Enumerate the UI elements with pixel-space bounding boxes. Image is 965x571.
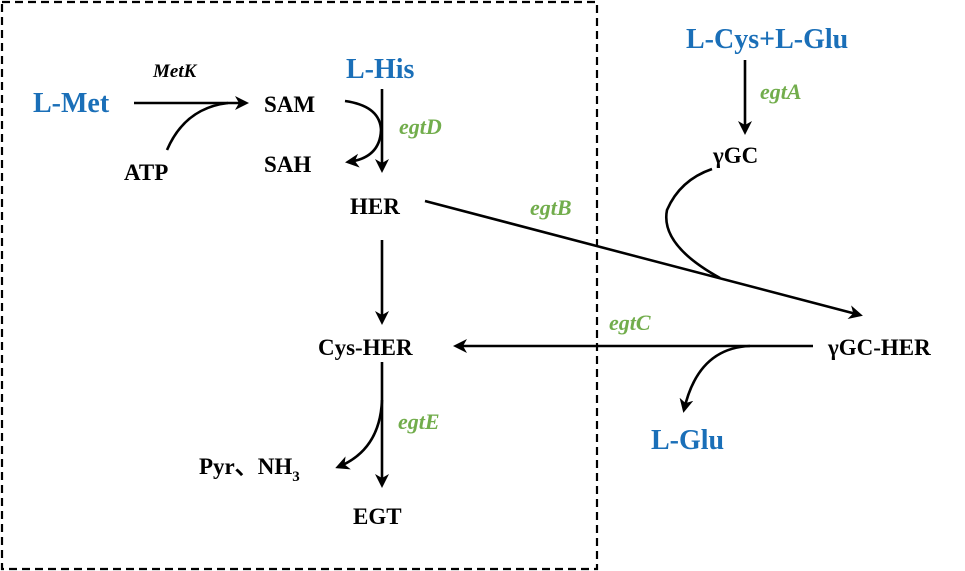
- enzyme-egtc: egtC: [609, 310, 651, 335]
- node-l-his: L-His: [346, 54, 415, 85]
- enzyme-metk: MetK: [152, 61, 198, 82]
- node-l-cys-l-glu: L-Cys+L-Glu: [686, 24, 848, 55]
- arrow-her-ggcher: [424, 199, 863, 319]
- node-sah: SAH: [264, 152, 311, 177]
- arrow-lglu-release: [679, 344, 751, 413]
- enzyme-egta: egtA: [760, 79, 802, 104]
- node-l-glu: L-Glu: [651, 425, 724, 456]
- nh3-subscript: 3: [292, 469, 300, 485]
- node-l-met: L-Met: [33, 88, 110, 119]
- node-her: HER: [350, 194, 400, 219]
- arrow-pyr-release: [335, 399, 384, 470]
- node-ggc: γGC: [712, 143, 758, 168]
- node-cys-her: Cys-HER: [318, 335, 413, 360]
- enzyme-egtb: egtB: [530, 195, 572, 220]
- arrow-sam-sah: [344, 99, 383, 168]
- node-atp: ATP: [124, 160, 168, 185]
- dashed-cell-boundary: [0, 0, 599, 571]
- enzyme-egte: egtE: [398, 409, 440, 434]
- enzyme-egtd: egtD: [399, 114, 442, 139]
- arrow-ggc-join: [664, 167, 721, 280]
- arrow-atp-join: [165, 101, 229, 151]
- node-ggc-her: γGC-HER: [827, 335, 931, 360]
- node-egt: EGT: [353, 504, 402, 529]
- node-pyr-nh3: Pyr、NH3: [199, 454, 300, 485]
- node-sam: SAM: [264, 92, 315, 117]
